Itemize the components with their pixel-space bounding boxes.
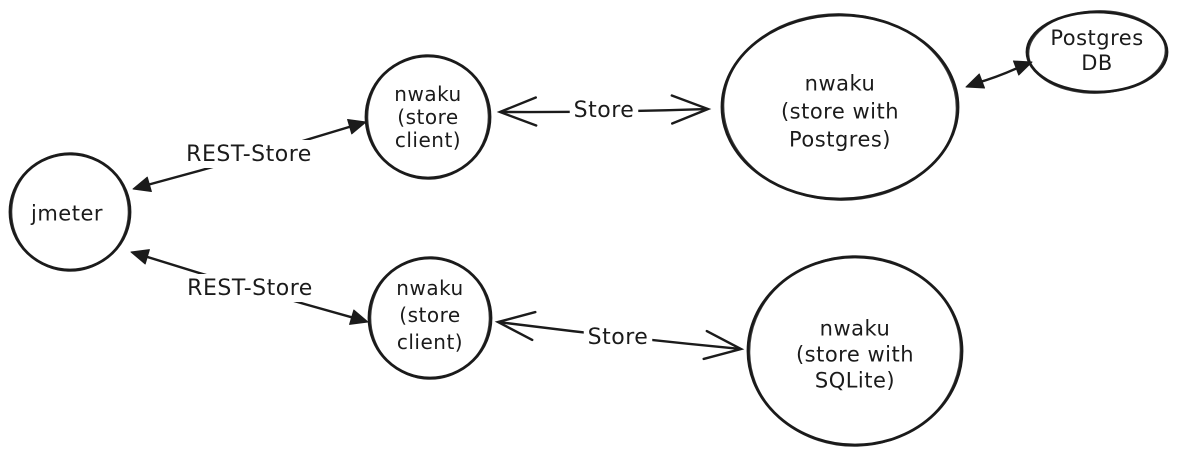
edge-rest-store-bottom: REST-Store (130, 249, 369, 325)
node-shape (367, 256, 493, 380)
node-label-nwaku-store-client-bottom: nwaku (396, 276, 463, 300)
node-label-nwaku-store-client-top: nwaku (394, 82, 461, 106)
node-shape (1025, 10, 1169, 94)
node-label-nwaku-store-client-top: (store (397, 105, 458, 129)
node-label-postgres-db: DB (1081, 51, 1113, 75)
edge-label-rest-store-top: REST-Store (186, 142, 312, 167)
edge-label-store-top: Store (574, 98, 635, 123)
arrowhead-filled-icon (132, 176, 152, 193)
node-nwaku-store-client-bottom: nwaku (store client) (367, 256, 493, 380)
node-label-nwaku-store-sqlite: SQLite) (815, 368, 895, 392)
node-shape-sketch (366, 54, 490, 180)
node-shape-sketch (748, 255, 962, 447)
node-label-nwaku-store-client-top: client) (395, 128, 461, 152)
node-shape-sketch (10, 152, 130, 272)
edge-label-store-bottom: Store (588, 325, 649, 350)
node-shape-sketch (1027, 10, 1167, 94)
edge-postgres-db-link (965, 60, 1033, 89)
node-label-nwaku-store-client-bottom: client) (397, 330, 463, 354)
arrowhead-chevron-icon (670, 94, 712, 125)
node-jmeter: jmeter (8, 152, 132, 272)
edge-label-mask (185, 274, 315, 302)
arrowhead-chevron-icon (702, 329, 745, 361)
node-label-nwaku-store-postgres: Postgres) (789, 127, 891, 151)
arrowhead-filled-icon (349, 309, 369, 325)
node-label-nwaku-store-postgres: nwaku (805, 71, 876, 95)
node-label-nwaku-store-sqlite: (store with (796, 342, 914, 366)
node-shape (720, 13, 960, 201)
edge-label-mask (583, 323, 653, 351)
node-shape (8, 152, 132, 272)
arrowhead-filled-icon (965, 73, 986, 89)
node-shape-sketch (369, 256, 491, 380)
edge-line (974, 64, 1024, 85)
edge-label-mask (184, 140, 314, 168)
arrowhead-filled-icon (347, 118, 367, 135)
edge-label-rest-store-bottom: REST-Store (187, 276, 313, 301)
edge-store-bottom: Store (494, 310, 745, 361)
node-label-jmeter: jmeter (30, 201, 103, 225)
node-shape-sketch (722, 13, 958, 201)
arrowhead-filled-icon (130, 249, 150, 265)
edge-rest-store-top: REST-Store (132, 118, 367, 193)
node-label-postgres-db: Postgres (1050, 26, 1143, 50)
node-shape (746, 255, 964, 447)
edge-label-mask (569, 96, 639, 124)
arrowhead-chevron-icon (496, 96, 538, 127)
node-label-nwaku-store-client-bottom: (store (399, 303, 460, 327)
arrowhead-chevron-icon (494, 310, 537, 342)
node-label-nwaku-store-postgres: (store with (781, 99, 899, 123)
edge-store-top: Store (496, 94, 712, 127)
node-label-nwaku-store-sqlite: nwaku (820, 316, 891, 340)
arrowhead-filled-icon (1012, 60, 1033, 76)
node-shape (364, 54, 492, 180)
